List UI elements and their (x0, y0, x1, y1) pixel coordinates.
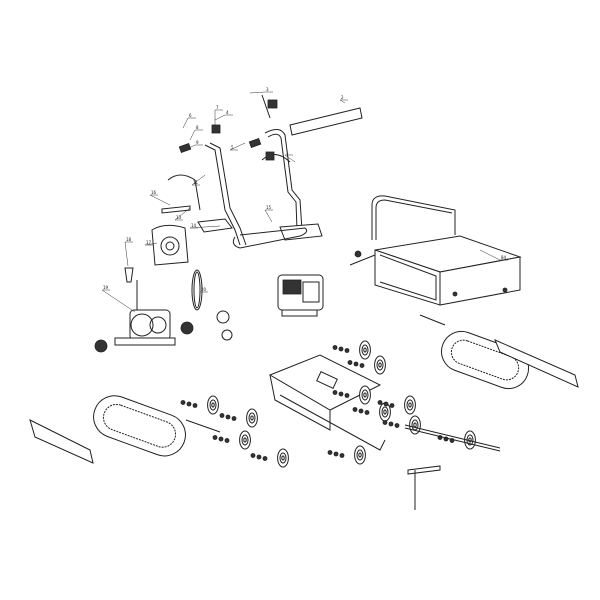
drive-belt (191, 269, 203, 311)
leader-line (249, 91, 266, 94)
part-number-callout: 1 (286, 150, 289, 155)
leader-line (339, 99, 346, 104)
track-plate-right (494, 339, 579, 388)
belt-guard (151, 224, 189, 266)
leader-line (184, 144, 196, 151)
control-plates (161, 205, 323, 249)
road-wheel (352, 402, 391, 422)
track-right (441, 330, 529, 390)
road-wheel (377, 395, 416, 415)
road-wheel (219, 408, 258, 428)
part-number-callout: 11 (193, 180, 199, 185)
part-number-callout: 19 (103, 285, 109, 290)
part-number-callout: 13 (176, 215, 182, 220)
track-plate-left (29, 419, 94, 464)
road-wheels (180, 340, 476, 468)
leader-line (124, 241, 129, 267)
leader-line (191, 174, 206, 186)
cart-tray (349, 195, 522, 306)
road-wheel (332, 385, 371, 405)
road-wheel (327, 445, 366, 465)
part-number-callout: 9 (196, 140, 199, 145)
road-wheel (332, 340, 371, 360)
leader-line (189, 129, 196, 141)
part-number-callout: 15 (266, 205, 272, 210)
road-wheel (382, 415, 421, 435)
part-number-callout: 7 (216, 105, 219, 110)
leader-line (101, 289, 136, 313)
leader-line (149, 194, 171, 206)
handlebar-left (167, 124, 262, 246)
part-number-callout: 14 (191, 223, 197, 228)
leader-line (182, 117, 189, 129)
knob (124, 267, 134, 283)
leader-line (229, 142, 246, 151)
callout-labels: 1 2 3 4 5 6 7 8 9 11 13 14 15 16 17 18 19 20 84 (101, 87, 508, 313)
leader-line (189, 225, 221, 229)
leader-line (174, 207, 191, 221)
road-wheel (212, 430, 251, 450)
leader-line (264, 209, 273, 223)
road-wheel (250, 448, 289, 468)
leader-line (144, 242, 158, 246)
part-number-callout: 20 (201, 287, 207, 292)
track-left (93, 395, 186, 457)
part-number-callout: 6 (189, 113, 192, 118)
part-number-callout: 18 (126, 237, 132, 242)
leader-line (479, 249, 501, 261)
road-wheel (180, 395, 219, 415)
pulleys (216, 310, 233, 341)
handlebar-right (261, 94, 303, 231)
part-number-callout: 84 (501, 255, 507, 260)
leader-line (214, 114, 226, 121)
cart-pin (419, 314, 446, 326)
road-wheel (347, 355, 386, 375)
part-number-callout: 5 (231, 145, 234, 150)
leader-line (284, 154, 296, 163)
engine (277, 274, 324, 317)
road-wheel (437, 430, 476, 450)
part-number-callout: 8 (196, 125, 199, 130)
part-number-callout: 17 (146, 240, 152, 245)
part-number-callout: 16 (151, 190, 157, 195)
part-number-callout: 4 (226, 110, 229, 115)
rear-axle (404, 424, 501, 449)
part-number-callout: 3 (266, 87, 269, 92)
chassis-frame (268, 354, 386, 451)
hitch-bracket (407, 465, 441, 475)
part-number-callout: 2 (341, 95, 344, 100)
cross-bar (289, 107, 363, 136)
gearbox (94, 280, 194, 353)
